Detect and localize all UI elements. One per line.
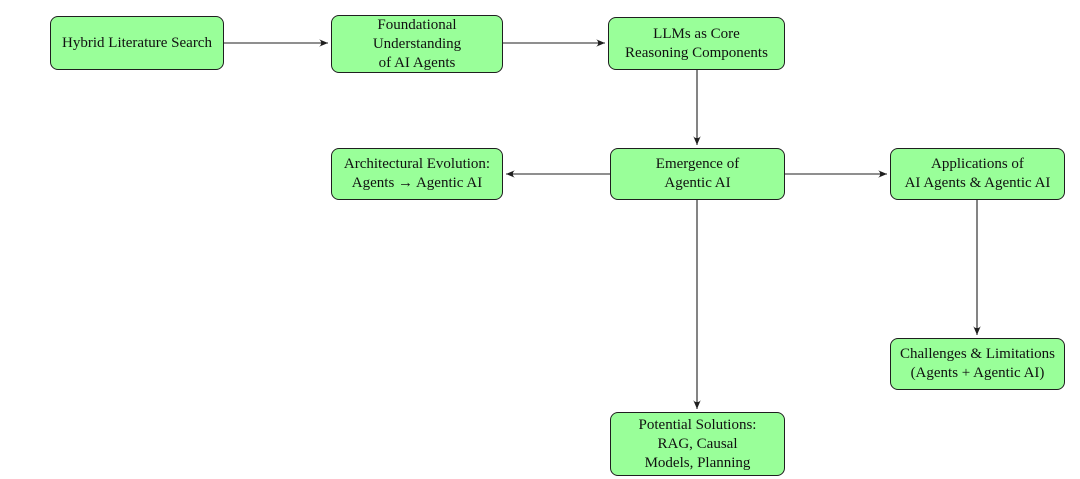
node-potential-solutions: Potential Solutions: RAG, Causal Models,… (610, 412, 785, 476)
node-challenges-limitations: Challenges & Limitations (Agents + Agent… (890, 338, 1065, 390)
node-llms-core-reasoning: LLMs as Core Reasoning Components (608, 17, 785, 70)
node-applications: Applications of AI Agents & Agentic AI (890, 148, 1065, 200)
node-emergence-agentic-ai: Emergence of Agentic AI (610, 148, 785, 200)
node-hybrid-literature-search: Hybrid Literature Search (50, 16, 224, 70)
node-foundational-understanding: Foundational Understanding of AI Agents (331, 15, 503, 73)
node-architectural-evolution: Architectural Evolution: Agents → Agenti… (331, 148, 503, 200)
